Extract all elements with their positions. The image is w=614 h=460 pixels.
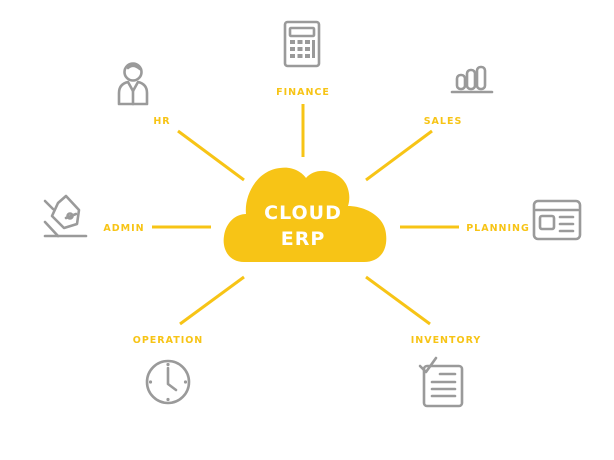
- label-finance: FINANCE: [276, 87, 330, 98]
- spoke-sales: [365, 129, 433, 182]
- cloud-title-line1: CLOUD: [264, 202, 342, 224]
- clock-icon: [145, 359, 191, 405]
- label-inventory: INVENTORY: [411, 335, 482, 346]
- label-admin: ADMIN: [103, 223, 144, 234]
- label-sales: SALES: [424, 116, 463, 127]
- id-card-icon: [532, 199, 582, 241]
- pen-nib-icon: [43, 194, 88, 238]
- label-hr: HR: [153, 116, 170, 127]
- cloud-title-line2: ERP: [281, 228, 326, 250]
- spoke-hr: [177, 129, 245, 182]
- calculator-icon: [283, 20, 321, 68]
- cloud-shape: [223, 167, 387, 262]
- label-operation: OPERATION: [133, 335, 204, 346]
- spoke-operation: [179, 275, 245, 326]
- spoke-inventory: [365, 275, 431, 326]
- checklist-icon: [418, 356, 464, 408]
- person-icon: [117, 62, 149, 106]
- bar-chart-icon: [450, 65, 494, 94]
- connector-lines: [152, 104, 459, 326]
- label-planning: PLANNING: [466, 223, 530, 234]
